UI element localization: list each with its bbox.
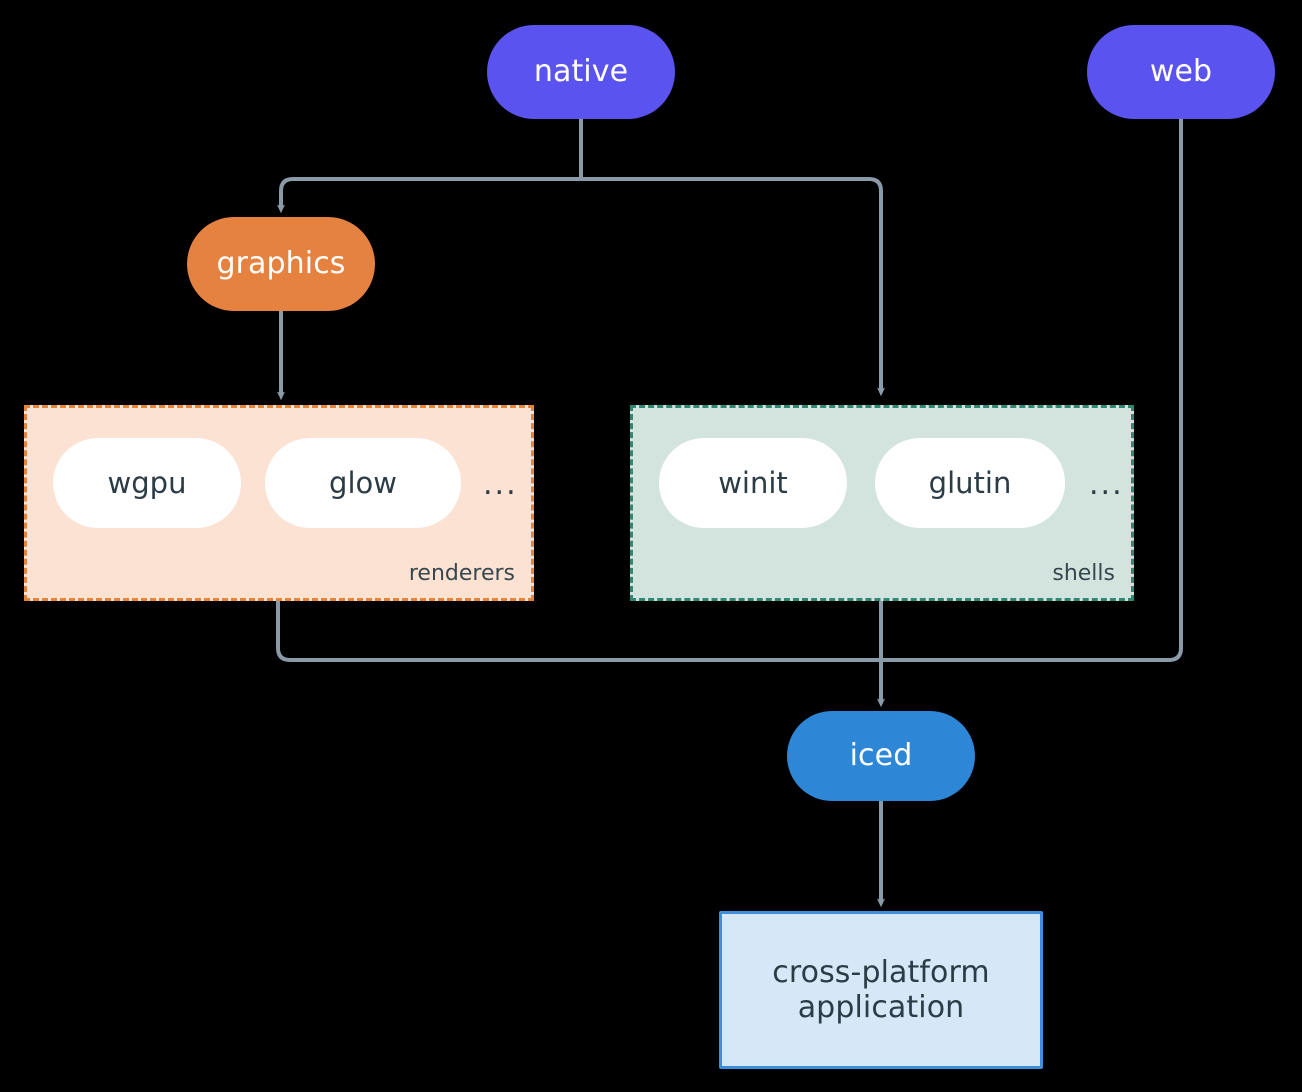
node-iced-label: iced (849, 738, 913, 774)
node-cross-platform-application-label: cross-platform application (772, 954, 990, 1025)
node-iced[interactable]: iced (787, 711, 975, 801)
node-graphics-label: graphics (216, 246, 346, 282)
renderer-item-wgpu-label: wgpu (107, 466, 187, 500)
group-shells-label: shells (1052, 561, 1115, 586)
group-renderers-label: renderers (408, 561, 515, 586)
edge-native-to-graphics (277, 177, 581, 214)
shell-item-glutin-label: glutin (928, 466, 1012, 500)
shell-item-glutin[interactable]: glutin (875, 438, 1065, 528)
renderers-ellipsis-icon: ... (483, 467, 518, 502)
group-renderers: wgpu glow ... renderers (24, 405, 534, 601)
node-graphics[interactable]: graphics (187, 217, 375, 311)
shell-item-winit[interactable]: winit (659, 438, 847, 528)
node-native[interactable]: native (487, 25, 675, 119)
shell-item-winit-label: winit (718, 466, 788, 500)
node-native-label: native (533, 54, 629, 90)
edge-renderers-to-iced (276, 601, 881, 662)
renderer-item-wgpu[interactable]: wgpu (53, 438, 241, 528)
node-web-label: web (1149, 54, 1213, 90)
edge-native-to-shells (581, 177, 885, 397)
node-web[interactable]: web (1087, 25, 1275, 119)
shells-ellipsis-icon: ... (1089, 467, 1124, 502)
edge-web-to-iced (881, 119, 1183, 662)
group-shells: winit glutin ... shells (630, 405, 1134, 601)
renderer-item-glow[interactable]: glow (265, 438, 461, 528)
renderer-item-glow-label: glow (329, 466, 397, 500)
node-cross-platform-application[interactable]: cross-platform application (719, 911, 1043, 1069)
